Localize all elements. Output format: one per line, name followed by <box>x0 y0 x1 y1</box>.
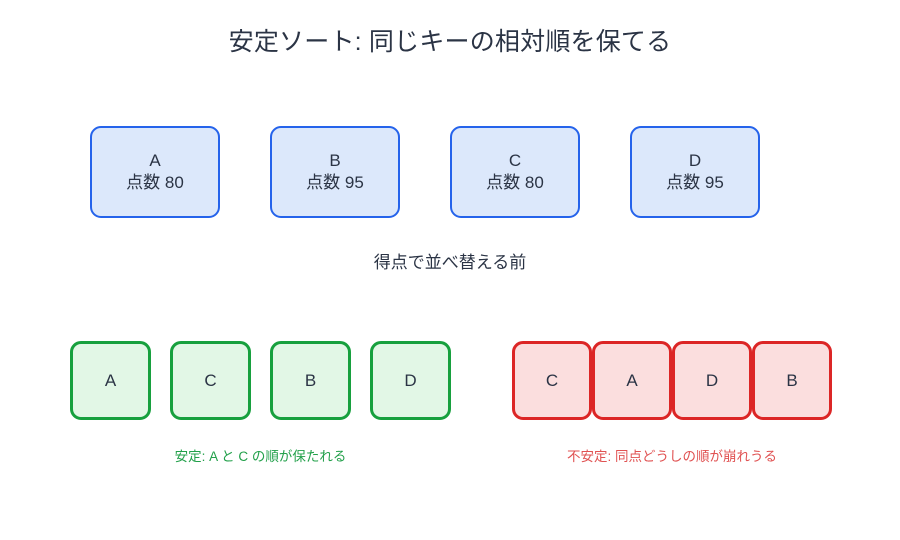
unstable-result-row: C A D B <box>512 341 832 420</box>
stable-card-3: B <box>270 341 351 420</box>
stable-card-4-name: D <box>404 370 417 390</box>
before-card-b-score: 点数 95 <box>306 173 364 192</box>
unstable-card-2: A <box>592 341 672 420</box>
stable-result-row: A C B D <box>70 341 451 420</box>
before-card-d: D 点数 95 <box>630 126 760 218</box>
unstable-card-1: C <box>512 341 592 420</box>
before-card-b-name: B <box>329 151 341 171</box>
unstable-card-2-name: A <box>626 370 638 390</box>
stable-card-2: C <box>170 341 251 420</box>
unstable-note: 不安定: 同点どうしの順が崩れうる <box>566 449 777 464</box>
diagram-title: 安定ソート: 同じキーの相対順を保てる <box>228 28 672 56</box>
before-card-b: B 点数 95 <box>270 126 400 218</box>
before-sort-row: A 点数 80 B 点数 95 C 点数 80 D 点数 95 <box>90 126 760 218</box>
stable-card-1-name: A <box>104 370 117 390</box>
unstable-card-3: D <box>672 341 752 420</box>
before-card-c-name: C <box>508 151 522 171</box>
before-sort-caption: 得点で並べ替える前 <box>373 253 527 272</box>
before-card-c-score: 点数 80 <box>486 173 544 192</box>
unstable-card-4: B <box>752 341 832 420</box>
stable-note: 安定: A と C の順が保たれる <box>174 449 347 464</box>
unstable-card-3-name: D <box>705 370 719 390</box>
stable-card-2-name: C <box>204 370 217 390</box>
before-card-a-score: 点数 80 <box>126 173 184 192</box>
stable-card-4: D <box>370 341 451 420</box>
before-card-a-name: A <box>149 151 161 171</box>
stable-card-3-name: B <box>304 370 317 390</box>
unstable-card-1-name: C <box>545 370 559 390</box>
before-card-c: C 点数 80 <box>450 126 580 218</box>
before-card-d-score: 点数 95 <box>666 173 724 192</box>
unstable-card-4-name: B <box>786 370 798 390</box>
stable-card-1: A <box>70 341 151 420</box>
before-card-a: A 点数 80 <box>90 126 220 218</box>
before-card-d-name: D <box>688 151 702 171</box>
